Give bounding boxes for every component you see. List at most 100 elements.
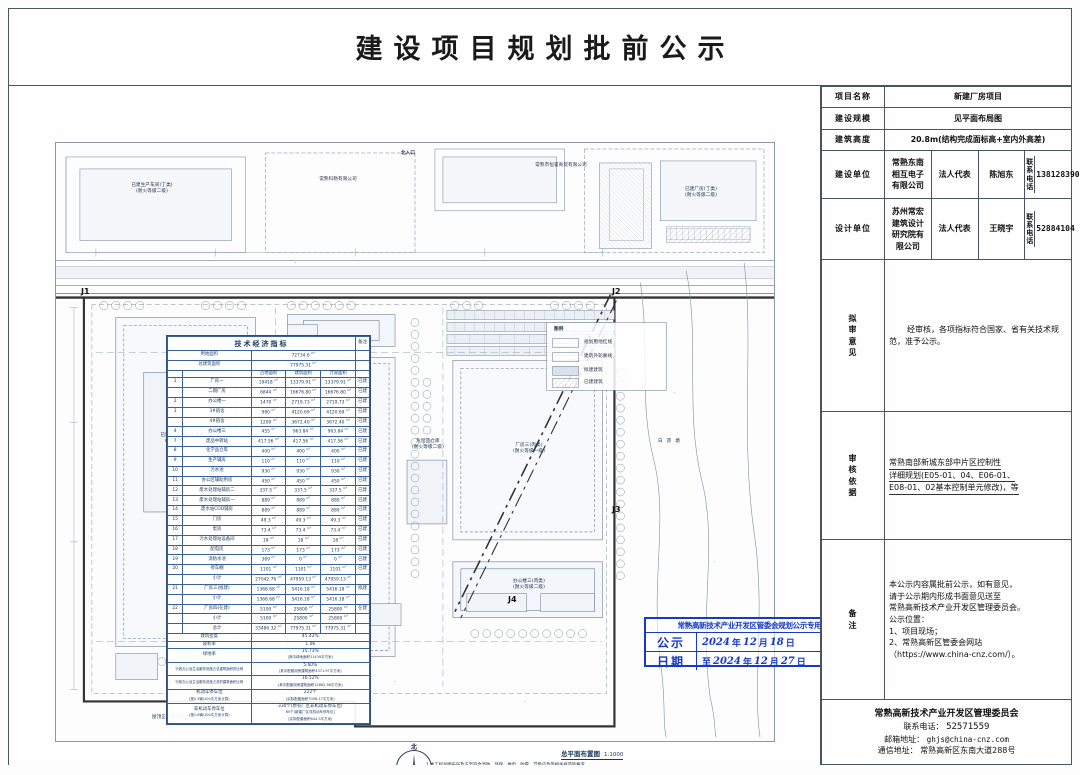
tech-cell-land: 1368.68 m² — [250, 593, 287, 605]
map-label-north-entrance: 北入口 — [400, 151, 416, 156]
drawing-canvas: J1 J2 J3 J4 J5 北入口 已建生产车间(丁类)(耐火等级二级) 常熟… — [55, 142, 820, 765]
tech-cell-no: 12 — [166, 485, 184, 497]
tech-cell-remark: 已建 — [355, 446, 370, 457]
tech-cell-land: 5100 m² — [250, 603, 287, 615]
footer-phone-row: 联系电话： 52571559 — [826, 721, 1067, 734]
tech-cell-name: 厂房四(在建) — [182, 603, 252, 615]
tech-cell-remark: 已建 — [355, 426, 370, 438]
tech-cell-name: 小计 — [182, 574, 252, 585]
tech-cell-far: 173 m² — [320, 544, 357, 556]
tech-cell-no — [166, 593, 184, 605]
tech-cell-floor: 337.5 m² — [285, 485, 322, 497]
tech-metric-name: 机动车停车位(按0.3辆/100平方米计算) — [167, 689, 252, 704]
value-project-name: 新建厂房项目 — [884, 85, 1072, 109]
value-designer-phone: 52884104 — [1036, 224, 1075, 234]
tech-cell-floor: 16676.80 m² — [285, 387, 322, 398]
publicity-end-date: 至 2024 年 12 月 27 日 — [697, 652, 820, 670]
tech-cell-remark — [355, 574, 370, 585]
remark-line: 2、常熟高新区管委会网站 — [889, 638, 983, 648]
panel-footer: 常熟高新技术产业开发区管理委员会 联系电话： 52571559 邮箱地址： gh… — [821, 699, 1072, 765]
tech-cell-far: 963.84 m² — [320, 426, 357, 438]
tech-summary-value-1: 77975.31 m² — [250, 359, 357, 371]
tech-cell-name: 废水处理站辅房一 — [182, 495, 252, 507]
tech-cell-no: 15 — [166, 515, 184, 526]
tech-cell-floor: 49.3 m² — [285, 515, 322, 526]
tech-remark-header: 备注 — [355, 335, 370, 352]
tech-cell-floor: 2719.73 m² — [285, 396, 322, 408]
tech-cell-no: 8 — [166, 446, 184, 457]
remark-line: 1、项目现场； — [889, 626, 943, 636]
tech-col-far: 计容面积 — [320, 369, 357, 379]
start-day: 18 — [769, 636, 784, 648]
tech-col-name — [182, 369, 252, 379]
tech-metric-row: 非机动车停车位(按1.0辆/100平方米计算)330个(原有厂区非机动车停车位)… — [167, 702, 371, 725]
map-label-existing-plant-ne: 已建厂房(丁类)(耐火等级二级) — [685, 187, 717, 198]
tech-cell-floor: 77975.31 m² — [285, 623, 322, 635]
tech-cell-far: 4120.69 m² — [320, 406, 357, 418]
start-month-unit: 月 — [758, 638, 768, 649]
tech-cell-name: 总计 — [182, 623, 252, 635]
tech-cell-land: 73.4 m² — [250, 524, 287, 536]
project-info-panel: 项目名称 新建厂房项目 建设规模 见平面布局图 建筑高度 20.8m(结构完成面… — [821, 85, 1080, 765]
tech-metric-value: 45.42% — [250, 633, 371, 642]
label-builder: 建设单位 — [821, 150, 885, 200]
tech-summary-name-0: 用地面积 — [167, 350, 252, 361]
tech-metric-value: 5.60%(其中配套用房建筑面积4371.97平方米) — [250, 661, 371, 677]
tech-col-no — [166, 369, 184, 379]
tech-cell-remark — [355, 593, 370, 605]
junction-marker-j2: J2 — [612, 287, 621, 296]
footer-address-row: 通信地址： 常熟高新区东南大道288号 — [826, 745, 1067, 757]
map-label-legend-existing: 已建建筑 — [584, 380, 603, 385]
value-basis: 常熟南部新城东部中片区控制性 详细规划(E05-01、04、E06-01、 E0… — [884, 411, 1072, 541]
tech-cell-remark: 已建 — [355, 475, 370, 487]
tech-cell-remark: 已建 — [355, 505, 370, 517]
tech-cell-name: 3#宿舍 — [182, 406, 252, 418]
tech-metric-name: 容积率 — [167, 640, 252, 649]
tech-cell-floor: 110 m² — [285, 455, 322, 467]
tech-cell-far: 417.56 m² — [320, 436, 357, 448]
tech-cell-no — [166, 387, 184, 398]
tech-cell-name: 门房 — [182, 515, 252, 526]
footer-email-row: 邮箱地址： ghjs@china-cnz.com — [826, 734, 1067, 746]
remark-line: 公示位置： — [889, 615, 929, 625]
tech-cell-no: 14 — [166, 505, 184, 517]
tech-cell-name: 污水池 — [182, 465, 252, 477]
tech-cell-floor: 3672.40 m² — [285, 416, 322, 428]
tech-cell-land: 19418 m² — [250, 377, 287, 389]
builder-phone-cell: 联系电话 13812839078 — [1024, 150, 1080, 200]
page-title: 建设项目规划批前公示 — [355, 34, 736, 65]
tech-col-floor: 建筑面积 — [285, 369, 322, 379]
tech-cell-far: 73.4 m² — [320, 524, 357, 536]
tech-metric-row: 机动车停车位(按0.3辆/100平方米计算)222个(实际配套面积7006.17… — [167, 689, 371, 704]
map-label-plant-three: 厂房三(丙类)(耐火等级一级) — [513, 443, 545, 454]
tech-cell-remark: 已建 — [355, 495, 370, 507]
tech-cell-land: 930 m² — [250, 465, 287, 477]
tech-cell-remark: 已建 — [355, 436, 370, 448]
tech-cell-name: 二期厂房 — [182, 387, 252, 398]
map-label-neighbour-hengyu: 常熟市恒誉商贸有限公司 — [535, 163, 587, 168]
footer-email-value[interactable]: ghjs@china-cnz.com — [926, 734, 1009, 744]
tech-metric-name: 绿地率 — [167, 647, 252, 663]
junction-marker-j3: J3 — [612, 505, 621, 514]
info-row-builder: 建设单位 常熟东南相互电子有限公司 法人代表 陈旭东 联系电话 13812839… — [821, 150, 1080, 200]
opinion-char-2: 审 — [848, 325, 858, 335]
tech-cell-far: 110 m² — [320, 455, 357, 467]
title-bar: 建设项目规划批前公示 — [8, 8, 1072, 86]
tech-cell-floor: 5416.18 m² — [285, 593, 322, 605]
tech-cell-no — [166, 613, 184, 625]
label-builder-phone: 联系电话 — [1025, 156, 1036, 193]
tech-cell-remark — [355, 623, 370, 635]
opinion-char-4: 见 — [848, 348, 858, 358]
